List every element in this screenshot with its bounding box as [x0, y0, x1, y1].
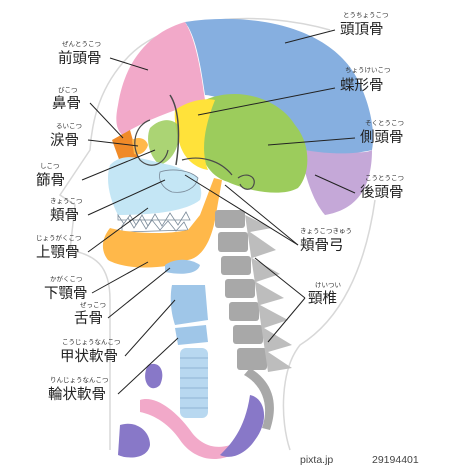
- leader-nasal: [89, 102, 124, 139]
- sphenoid-bone: [174, 99, 215, 170]
- ruby-cervical: けいつい: [315, 281, 341, 289]
- ruby-parietal: とうちょうこつ: [343, 11, 389, 19]
- thyroid-cartilage: [170, 285, 208, 325]
- trachea-rings: [180, 357, 208, 409]
- vertebra-c1: [215, 210, 245, 228]
- leader-parietal: [284, 29, 336, 44]
- leader-thyroid: [124, 299, 176, 357]
- cranium: [107, 18, 374, 215]
- vertebra-c4: [225, 279, 255, 298]
- mandible-bone: [102, 178, 222, 268]
- label-sphenoid: 蝶形骨: [340, 77, 384, 94]
- label-frontal: 前頭骨: [58, 50, 102, 67]
- watermark-footer: pixta.jp 29194401: [300, 454, 419, 466]
- upper-teeth: [117, 211, 191, 227]
- leader-zarch-b: [224, 184, 299, 246]
- leader-hyoid: [107, 267, 171, 319]
- ruby-occipital: こうとうこつ: [365, 174, 404, 182]
- leader-maxilla: [87, 207, 149, 253]
- vertebra-c2: [218, 232, 248, 252]
- ruby-nasal: びこつ: [58, 86, 78, 94]
- label-nasal: 鼻骨: [52, 95, 81, 112]
- nasal-bone: [112, 130, 138, 162]
- sphenoid-ridge: [169, 94, 180, 166]
- ruby-thyroid-cartilage: こうじょうなんこつ: [62, 338, 121, 346]
- leader-zygomatic: [87, 179, 166, 216]
- clavicle-bone: [145, 363, 265, 457]
- leader-sphenoid: [197, 87, 336, 116]
- zygomatic-arch-line: [181, 157, 233, 176]
- label-cricoid-cartilage: 輪状軟骨: [48, 386, 106, 403]
- label-temporal: 側頭骨: [360, 129, 404, 146]
- label-zygomatic-arch: 頬骨弓: [300, 237, 344, 254]
- leader-lacrimal: [87, 139, 139, 147]
- vertebra-c7: [237, 348, 267, 370]
- ruby-temporal: そくとうこつ: [365, 119, 404, 127]
- leader-temporal: [267, 137, 356, 146]
- vertebra-c5: [229, 302, 259, 321]
- watermark-brand: pixta.jp: [300, 454, 333, 466]
- ruby-zygomatic-arch: きょうこつきゅう: [300, 227, 352, 235]
- leader-mandible: [91, 261, 149, 294]
- head-outline: [58, 17, 331, 450]
- label-cervical: 頸椎: [308, 290, 337, 307]
- label-occipital: 後頭骨: [360, 184, 404, 201]
- ethmoid-bone: [148, 120, 180, 165]
- leader-lines: [81, 29, 356, 395]
- leader-frontal: [109, 57, 149, 71]
- rib-curve: [244, 368, 274, 430]
- label-hyoid: 舌骨: [74, 310, 103, 327]
- ruby-hyoid: ぜっこつ: [80, 301, 106, 309]
- trachea: [180, 348, 208, 418]
- ruby-mandible: かがくこつ: [50, 274, 83, 283]
- hyoid-bone: [165, 259, 200, 274]
- label-thyroid-cartilage: 甲状軟骨: [60, 348, 118, 365]
- label-mandible: 下顎骨: [44, 286, 88, 302]
- cervical-spine: [215, 210, 292, 430]
- labels-right: とうちょうこつ 頭頂骨 ちょうけいこつ 蝶形骨 そくとうこつ 側頭骨 こうとうこ…: [300, 11, 404, 307]
- label-lacrimal: 涙骨: [50, 131, 79, 149]
- parietal-bone: [185, 18, 374, 154]
- leader-cervical-b: [267, 297, 306, 343]
- label-parietal: 頭頂骨: [340, 22, 384, 38]
- larynx: [118, 259, 265, 460]
- ruby-sphenoid: ちょうけいこつ: [345, 66, 391, 74]
- orbit-outline: [134, 119, 169, 166]
- neck-back-outline: [282, 199, 376, 451]
- leader-zarch-a: [184, 174, 299, 246]
- leader-occipital: [314, 174, 356, 194]
- zygomatic-bone: [159, 169, 199, 193]
- leader-ethmoid: [81, 149, 156, 181]
- ruby-maxilla: じょうがくこつ: [36, 233, 82, 242]
- vertebra-c6: [233, 325, 263, 344]
- cricoid-cartilage: [175, 325, 208, 345]
- occipital-bone: [300, 150, 372, 215]
- ruby-lacrimal: るいこつ: [56, 122, 82, 130]
- ruby-frontal: ぜんとうこつ: [62, 40, 101, 48]
- label-ethmoid: 篩骨: [36, 171, 65, 189]
- ear-canal: [237, 174, 255, 190]
- left-clavicle: [118, 423, 150, 458]
- label-maxilla: 上顎骨: [36, 244, 80, 261]
- watermark-id: 29194401: [372, 454, 419, 466]
- leader-cricoid: [117, 337, 179, 395]
- sternum-pink: [140, 399, 232, 460]
- spinous-processes: [245, 215, 292, 372]
- vertebra-c3: [221, 256, 251, 275]
- label-zygomatic: 頬骨: [50, 207, 79, 224]
- ruby-cricoid-cartilage: りんじょうなんこつ: [50, 376, 109, 384]
- leader-cervical-a: [254, 257, 306, 299]
- ruby-ethmoid: しこつ: [40, 162, 60, 170]
- labels-left: ぜんとうこつ 前頭骨 びこつ 鼻骨 るいこつ 涙骨 しこつ 篩骨 きょうこつ 頬…: [36, 40, 121, 403]
- ruby-zygomatic: きょうこつ: [50, 197, 83, 205]
